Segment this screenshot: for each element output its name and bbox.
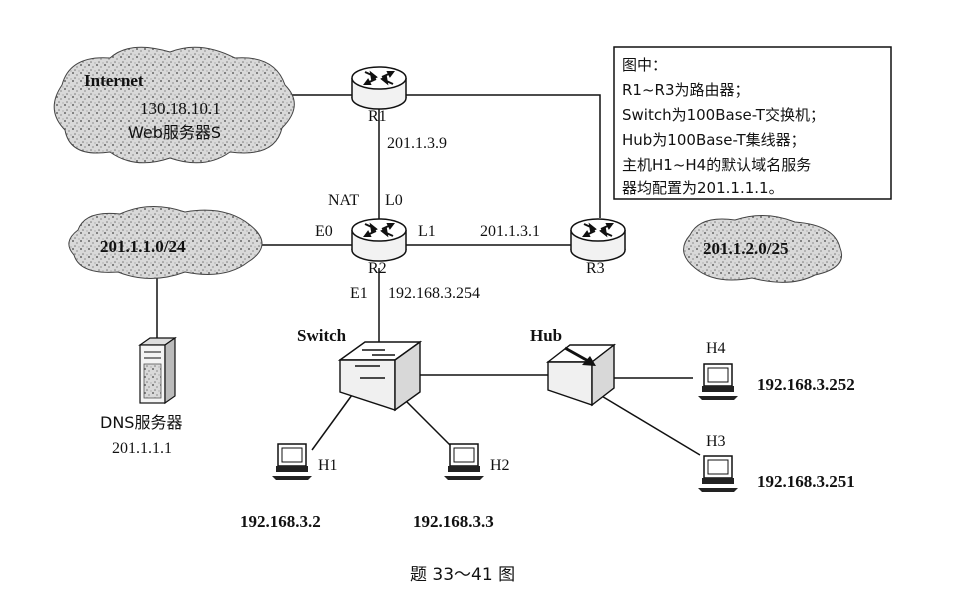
host-h1-ip: 192.168.3.2 [240, 512, 321, 531]
internet-cloud: Internet 130.18.10.1 Web服务器S [53, 46, 295, 164]
host-h3-ip: 192.168.3.251 [757, 472, 855, 491]
figure-caption: 题 33～41 图 [410, 565, 515, 585]
host-h1-name: H1 [318, 457, 338, 474]
left-network-label: 201.1.1.0/24 [100, 237, 186, 256]
router-r1-label: R1 [368, 108, 387, 125]
host-h2-ip: 192.168.3.3 [413, 512, 494, 531]
router-r3 [570, 218, 626, 262]
router-r3-label: R3 [586, 260, 605, 277]
link-r1-r3 [406, 94, 601, 218]
dns-ip: 201.1.1.1 [112, 440, 172, 457]
hub-icon [545, 343, 617, 407]
host-h4-ip: 192.168.3.252 [757, 375, 855, 394]
switch-label: Switch [297, 326, 347, 345]
switch-icon [337, 340, 423, 412]
router-r2-label: R2 [368, 260, 387, 277]
legend-title: 图中： [622, 56, 667, 74]
dns-server-icon [138, 336, 177, 405]
host-h1-icon [271, 443, 313, 481]
host-h2-icon [443, 443, 485, 481]
legend-line-5: 器均配置为201.1.1.1。 [622, 179, 784, 197]
router-r1 [351, 66, 407, 110]
legend-line-1: R1~R3为路由器； [622, 81, 750, 99]
host-h3-icon [697, 455, 739, 493]
connection-lines [156, 94, 701, 456]
e1-ip: 192.168.3.254 [388, 285, 480, 302]
e1-label: E1 [350, 285, 368, 302]
legend-box: 图中： R1~R3为路由器； Switch为100Base-T交换机； Hub为… [613, 46, 892, 200]
legend-line-4: 主机H1~H4的默认域名服务 [622, 156, 811, 174]
dns-label: DNS服务器 [100, 413, 182, 432]
web-server-ip: 130.18.10.1 [140, 99, 221, 118]
legend-line-2: Switch为100Base-T交换机； [622, 106, 825, 124]
router-r2 [351, 218, 407, 262]
right-network-label: 201.1.2.0/25 [703, 239, 788, 258]
hub-label: Hub [530, 326, 562, 345]
web-server-label: Web服务器S [128, 123, 221, 142]
left-network-cloud: 201.1.1.0/24 [68, 205, 263, 279]
l1-label: L1 [418, 223, 436, 240]
l0-label: L0 [385, 192, 403, 209]
r3-link-ip: 201.1.3.1 [480, 223, 540, 240]
internet-label: Internet [84, 71, 144, 90]
host-h3-name: H3 [706, 433, 726, 450]
link-switch-h1 [311, 394, 353, 451]
host-h4-icon [697, 363, 739, 401]
legend-line-3: Hub为100Base-T集线器； [622, 131, 806, 149]
link-switch-h2 [399, 394, 456, 451]
r1-link-ip: 201.1.3.9 [387, 135, 447, 152]
right-network-cloud: 201.1.2.0/25 [683, 215, 842, 283]
host-h2-name: H2 [490, 457, 510, 474]
e0-label: E0 [315, 223, 333, 240]
link-hub-h3 [599, 394, 701, 456]
host-h4-name: H4 [706, 340, 726, 357]
nat-label: NAT [328, 192, 359, 209]
